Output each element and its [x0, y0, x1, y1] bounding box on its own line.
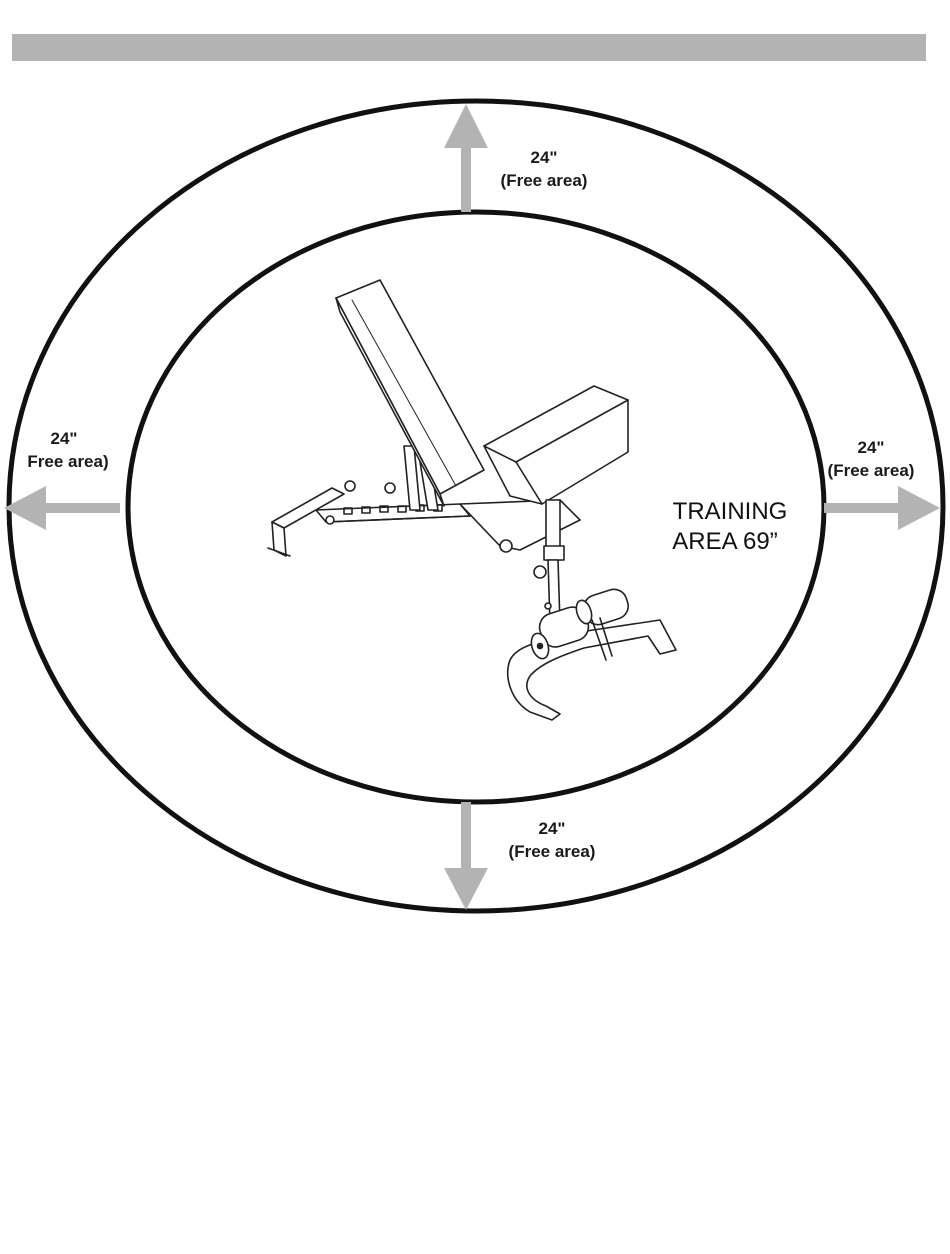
- training-area-title: TRAINING: [673, 498, 788, 525]
- right-free-label: (Free area): [828, 461, 915, 480]
- top-free-label: (Free area): [501, 171, 588, 190]
- bottom-arrow-icon: [444, 802, 488, 910]
- left-free-distance: 24": [51, 429, 78, 448]
- right-free-distance: 24": [858, 438, 885, 457]
- top-free-distance: 24": [531, 148, 558, 167]
- bottom-free-label: (Free area): [509, 842, 596, 861]
- adjustable-weight-bench-icon: [268, 280, 676, 720]
- bottom-free-distance: 24": [539, 819, 566, 838]
- left-arrow-icon: [4, 486, 120, 530]
- right-arrow-icon: [824, 486, 940, 530]
- left-free-label: Free area): [27, 452, 108, 471]
- training-area-size: AREA 69”: [672, 528, 777, 555]
- top-arrow-icon: [444, 104, 488, 212]
